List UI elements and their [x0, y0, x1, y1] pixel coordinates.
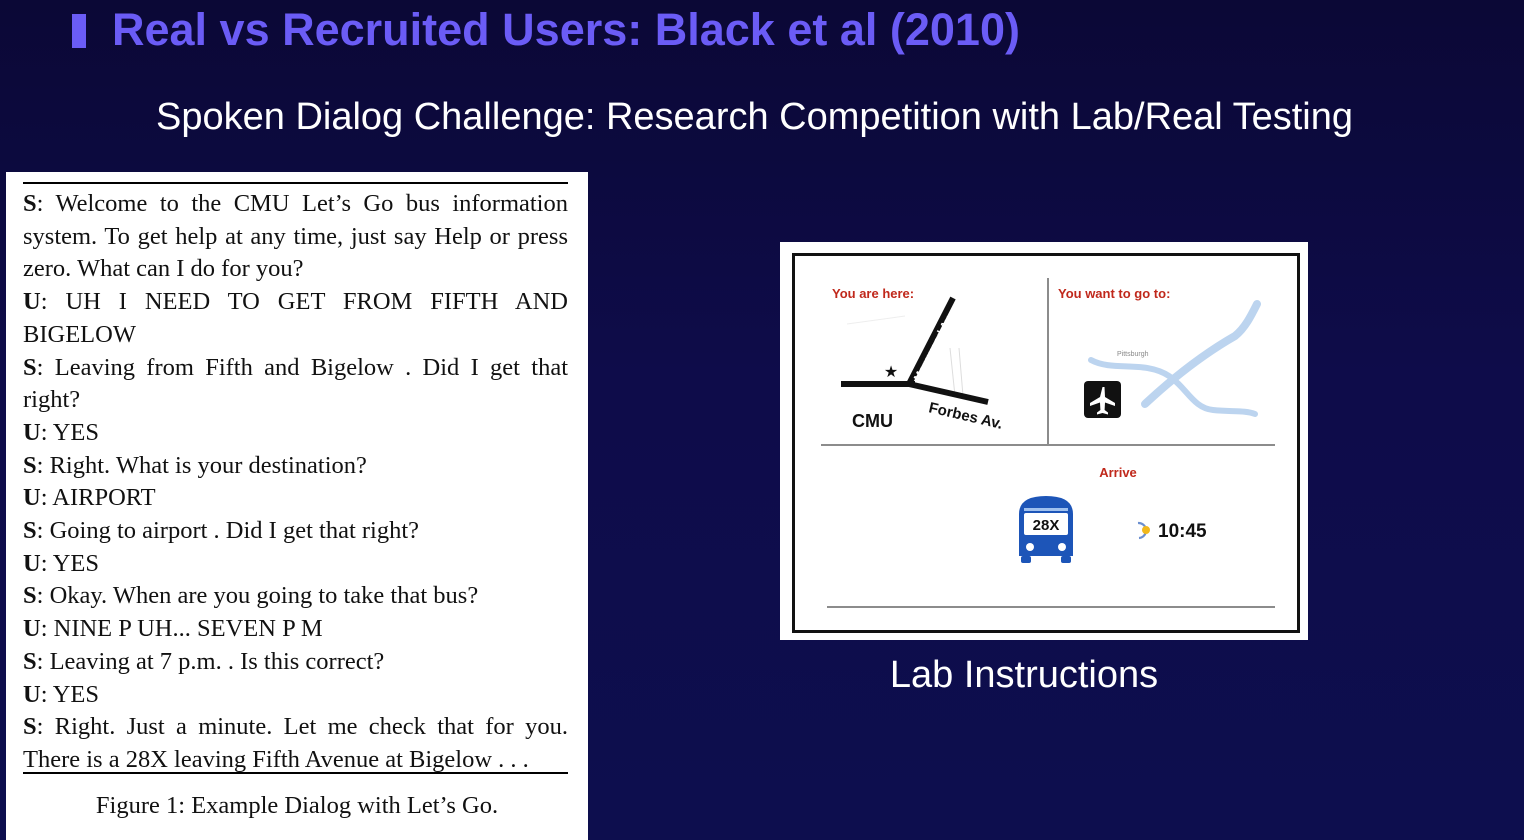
speaker-label: S	[23, 517, 37, 545]
forbes-avenue-road	[908, 381, 989, 405]
dialog-turn: U: YES	[23, 417, 568, 450]
dialog-figure: S: Welcome to the CMU Let’s Go bus infor…	[6, 172, 588, 840]
you-are-here-label: You are here:	[832, 286, 914, 301]
faint-road-2	[949, 347, 956, 397]
turn-text: : YES	[40, 549, 100, 577]
speaker-label: S	[23, 190, 37, 217]
clock-icon	[1137, 521, 1150, 540]
slide-subtitle: Spoken Dialog Challenge: Research Compet…	[156, 96, 1353, 138]
turn-text: : NINE P UH... SEVEN P M	[40, 615, 323, 643]
dialog-turn: U: NINE P UH... SEVEN P M	[23, 613, 568, 646]
morewood-street-label: Morewood Av.	[912, 312, 956, 383]
bus-route-label: 28X	[1033, 517, 1060, 534]
speaker-label: S	[23, 353, 37, 381]
lab-instructions-figure: You are here: ★ Morewood Av. Forbes Av. …	[780, 242, 1308, 640]
you-want-to-go-label: You want to go to:	[1058, 286, 1170, 301]
turn-text: : Leaving at 7 p.m. . Is this correct?	[36, 647, 385, 675]
dialog-turn: U: YES	[23, 548, 568, 581]
faint-road-1	[846, 315, 906, 325]
cmu-label: CMU	[852, 411, 893, 431]
arrive-label: Arrive	[1099, 465, 1137, 480]
speaker-label: U	[23, 288, 41, 316]
forbes-street-label: Forbes Av.	[927, 399, 1004, 433]
dialog-turn: U: YES	[23, 679, 568, 712]
lab-instructions-map: You are here: ★ Morewood Av. Forbes Av. …	[821, 278, 1275, 608]
dialog-top-rule	[23, 182, 568, 184]
speaker-label: U	[23, 484, 41, 512]
turn-text: : Right. What is your destination?	[36, 451, 367, 479]
dialog-turn: S: Leaving at 7 p.m. . Is this correct?	[23, 646, 568, 679]
speaker-label: S	[23, 647, 37, 675]
airplane-icon	[1084, 381, 1121, 418]
turn-text: : Okay. When are you going to take that …	[36, 582, 479, 610]
turn-text: : UH I NEED TO GET FROM FIFTH AND BIGELO…	[23, 288, 568, 348]
turn-text: : YES	[40, 680, 100, 708]
speaker-label: S	[23, 451, 37, 479]
dialog-transcript: S: Welcome to the CMU Let’s Go bus infor…	[23, 188, 568, 777]
lab-instructions-caption: Lab Instructions	[889, 654, 1159, 696]
dialog-turn: U: AIRPORT	[23, 482, 568, 515]
dialog-bottom-rule	[23, 772, 568, 774]
speaker-label: S	[23, 713, 37, 741]
dialog-turn: U: UH I NEED TO GET FROM FIFTH AND BIGEL…	[23, 286, 568, 351]
title-bullet	[72, 14, 86, 48]
dialog-turn: S: Okay. When are you going to take that…	[23, 580, 568, 613]
dialog-turn: S: Leaving from Fifth and Bigelow . Did …	[23, 352, 568, 417]
slide-title: Real vs Recruited Users: Black et al (20…	[112, 4, 1020, 55]
arrive-time: 10:45	[1158, 521, 1207, 542]
star-icon: ★	[884, 364, 898, 381]
dialog-turn: S: Going to airport . Did I get that rig…	[23, 515, 568, 548]
speaker-label: U	[23, 418, 41, 446]
river-lower	[1088, 357, 1258, 417]
turn-text: : Right. Just a minute. Let me check tha…	[23, 713, 568, 773]
river-upper	[1141, 300, 1261, 408]
speaker-label: S	[23, 582, 37, 610]
dialog-turn: S: Right. Just a minute. Let me check th…	[23, 711, 568, 776]
turn-text: : YES	[40, 418, 100, 446]
turn-text: : Going to airport . Did I get that righ…	[36, 517, 420, 545]
dialog-turn: S: Welcome to the CMU Let’s Go bus infor…	[23, 188, 568, 286]
speaker-label: U	[23, 615, 41, 643]
turn-text: : Welcome to the CMU Let’s Go bus inform…	[23, 190, 568, 283]
faint-road-3	[958, 347, 964, 397]
dialog-turn: S: Right. What is your destination?	[23, 450, 568, 483]
turn-text: : AIRPORT	[40, 484, 156, 512]
morewood-avenue-road	[906, 296, 956, 386]
speaker-label: U	[23, 549, 41, 577]
pittsburgh-label: Pittsburgh	[1117, 351, 1149, 358]
turn-text: : Leaving from Fifth and Bigelow . Did I…	[23, 353, 568, 414]
bus-icon	[1019, 496, 1073, 563]
speaker-label: U	[23, 680, 41, 708]
lab-instructions-card: You are here: ★ Morewood Av. Forbes Av. …	[792, 253, 1300, 633]
dialog-caption: Figure 1: Example Dialog with Let’s Go.	[95, 792, 499, 819]
